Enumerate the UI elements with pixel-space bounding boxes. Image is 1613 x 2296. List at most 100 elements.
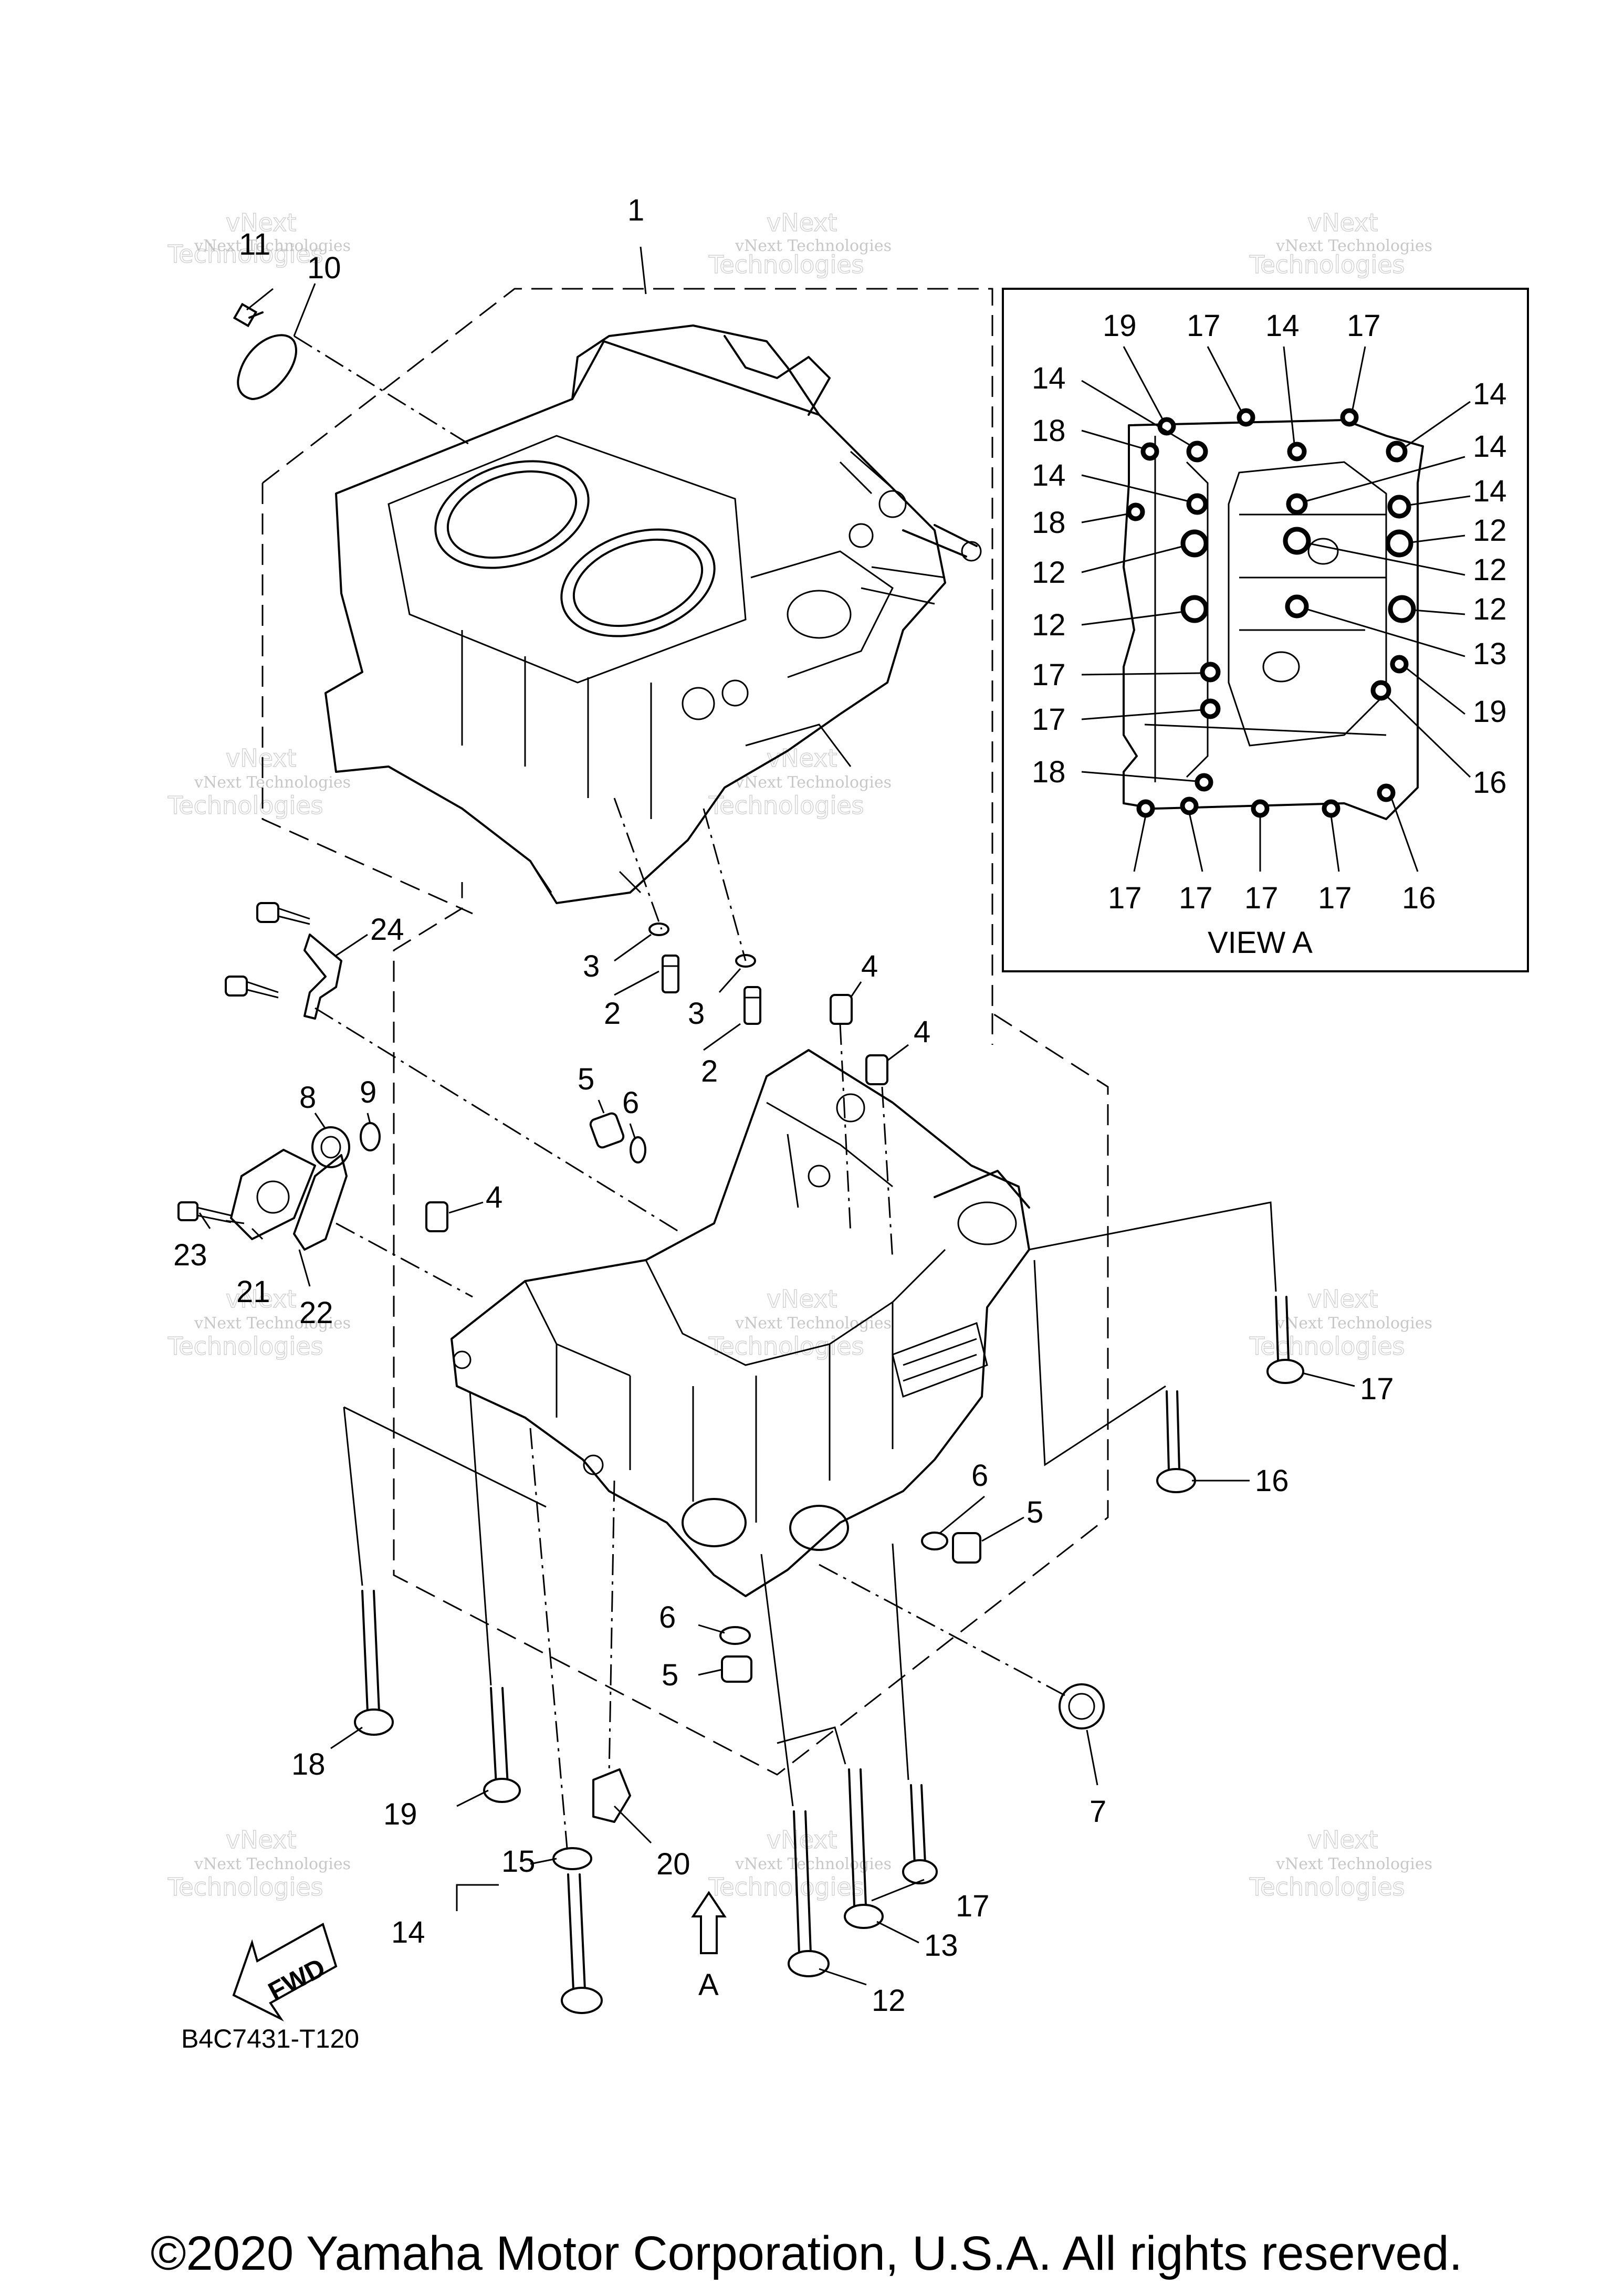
bolt-18 [354,1590,394,1736]
callout: 14 [1473,377,1507,411]
callout: 16 [1473,766,1507,800]
callout: 18 [291,1747,326,1781]
svg-text:Technologies: Technologies [708,1332,864,1360]
callout: 16 [1255,1464,1289,1498]
callout: 3 [688,997,705,1031]
view-a-callouts: 19 17 14 17 14 14 18 14 14 14 18 12 12 1… [1032,309,1507,960]
o-ring-6b [921,1532,948,1550]
svg-text:Technologies: Technologies [167,791,323,820]
callout: 14 [1032,458,1066,492]
o-ring-9 [360,1122,381,1151]
svg-text:vNext: vNext [226,1826,296,1854]
bolt-13 [844,1768,884,1929]
callout: 12 [1473,592,1507,626]
washer-3a [648,922,669,936]
dowel-2a [662,955,679,993]
upper-crankcase [324,324,982,904]
callout: 20 [656,1847,690,1881]
svg-text:Technologies: Technologies [1249,250,1405,279]
view-a-title: VIEW A [1208,926,1313,960]
callout: 12 [1032,608,1066,642]
callout: 7 [1090,1795,1106,1829]
svg-text:vNext Technologies: vNext Technologies [735,773,892,792]
svg-text:Technologies: Technologies [1249,1873,1405,1901]
callout: 19 [1473,695,1507,729]
callout: 4 [861,949,878,983]
gasket-22 [293,1154,348,1251]
copyright-notice: ©2020 Yamaha Motor Corporation, U.S.A. A… [150,2227,1463,2280]
view-a-leaders [1081,346,1471,872]
svg-text:vNext Technologies: vNext Technologies [194,237,351,255]
svg-text:vNext Technologies: vNext Technologies [735,1855,892,1873]
callout: 17 [1347,309,1381,343]
small-parts [177,302,1105,1870]
long-bolts [354,1296,1304,2014]
callout: 5 [578,1062,594,1096]
svg-text:vNext: vNext [1307,1285,1378,1313]
svg-text:Technologies: Technologies [1249,1332,1405,1360]
svg-text:Technologies: Technologies [167,240,323,268]
plug-5a [589,1112,625,1149]
callout: 12 [1032,555,1066,590]
svg-text:vNext: vNext [767,1285,837,1313]
svg-text:vNext: vNext [767,1826,837,1854]
callout: 17 [1032,703,1066,737]
gasket-10 [237,334,297,400]
svg-text:Technologies: Technologies [708,791,864,820]
callout: 5 [1027,1495,1043,1529]
bolt [256,902,310,925]
washer-3b [735,954,756,968]
svg-text:Technologies: Technologies [167,1332,323,1360]
bolt-12 [788,1810,830,1977]
callout: 14 [391,1915,425,1949]
dowel-2b [743,986,761,1025]
svg-text:vNext Technologies: vNext Technologies [1275,1855,1432,1873]
view-a-arrow: A [691,1891,727,2002]
svg-text:vNext: vNext [1307,1826,1378,1854]
bolt-17-lower [902,1784,938,1884]
callout: 13 [924,1928,958,1963]
callout: 23 [173,1238,207,1272]
fwd-arrow: FWD [232,1923,338,2022]
callout: 15 [501,1844,536,1879]
alignment-lines [294,335,1277,1849]
callout: 12 [872,1984,906,2018]
callout: 22 [299,1296,333,1330]
svg-text:vNext Technologies: vNext Technologies [1275,237,1432,255]
svg-text:vNext: vNext [226,744,296,772]
callout: 6 [622,1086,639,1120]
callout: 17 [1179,881,1213,915]
svg-text:Technologies: Technologies [167,1873,323,1901]
callout: 5 [662,1658,678,1692]
callout: 10 [307,251,341,285]
bracket-24 [303,934,342,1020]
callout: 3 [583,949,600,983]
bolt-16 [1156,1390,1196,1493]
callout: 18 [1032,755,1066,789]
callout: 17 [1032,658,1066,692]
o-ring-6c [719,1626,751,1645]
svg-text:vNext Technologies: vNext Technologies [194,1855,351,1873]
view-a-bolt-holes [1126,408,1416,818]
bolt-17-right [1266,1296,1304,1384]
svg-text:vNext: vNext [767,208,837,237]
svg-text:Technologies: Technologies [708,1873,864,1901]
callout: 17 [1360,1372,1394,1406]
plug-5b [952,1532,981,1564]
callout: 12 [1473,513,1507,548]
callout-leaders [198,246,1355,1986]
svg-text:vNext Technologies: vNext Technologies [194,1314,351,1333]
callout: 14 [1032,361,1066,395]
callout: 17 [1318,881,1352,915]
callout: 17 [1108,881,1142,915]
